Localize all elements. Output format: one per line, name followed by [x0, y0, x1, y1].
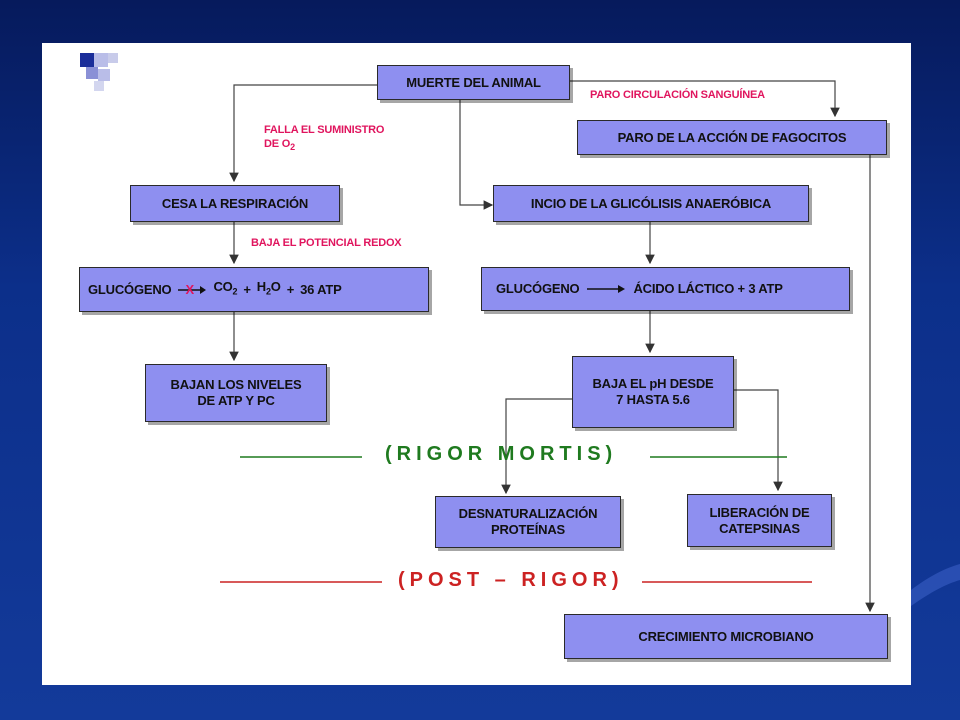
node-muerte-label: MUERTE DEL ANIMAL [406, 74, 541, 90]
node-desnaturalizacion: DESNATURALIZACIÓN PROTEÍNAS [435, 496, 621, 548]
node-cesa-label: CESA LA RESPIRACIÓN [161, 195, 309, 211]
crecimiento-label: CRECIMIENTO MICROBIANO [638, 628, 814, 644]
node-bajan-niveles: BAJAN LOS NIVELES DE ATP Y PC [145, 364, 327, 422]
note-baja-redox: BAJA EL POTENCIAL REDOX [251, 237, 402, 249]
glucogeno-left-word: GLUCÓGENO [88, 281, 172, 297]
note-paro-circulacion: PARO CIRCULACIÓN SANGUÍNEA [590, 89, 765, 101]
arrow-muerte-to-glicolisis [459, 100, 494, 210]
node-muerte-del-animal: MUERTE DEL ANIMAL [377, 65, 570, 100]
connector-arrows [220, 80, 875, 613]
node-inicio-glicolisis: INCIO DE LA GLICÓLISIS ANAERÓBICA [493, 185, 809, 222]
arrow-ph-to-liberacion [734, 389, 783, 492]
blocked-x-mark: X [185, 281, 194, 297]
h2o-term: H2O [257, 279, 281, 300]
plus-sign-2: + [286, 281, 295, 297]
node-crecimiento-microbiano: CRECIMIENTO MICROBIANO [564, 614, 888, 659]
bajan-line-2: DE ATP Y PC [197, 393, 275, 408]
glucogeno-right-word: GLUCÓGENO [496, 281, 580, 296]
band-post-rigor: (POST – RIGOR) [398, 569, 624, 591]
liberacion-line-2: CATEPSINAS [719, 520, 800, 536]
arrow-ph-to-desnaturalizacion [501, 398, 572, 495]
node-inicio-label: INCIO DE LA GLICÓLISIS ANAERÓBICA [530, 195, 772, 211]
swoosh-decoration-icon [911, 564, 960, 606]
liberacion-line-1: LIBERACIÓN DE [709, 504, 810, 520]
h-subscript: 2 [265, 286, 271, 297]
h-text: H [256, 279, 266, 295]
baja-ph-line-1: BAJA EL pH DESDE [592, 376, 714, 391]
plus-sign-1: + [243, 281, 251, 297]
desnaturalizacion-line-2: PROTEÍNAS [490, 522, 566, 537]
o-text: O [270, 279, 281, 295]
glucogeno-anaerobic-formula: GLUCÓGENO ÁCIDO LÁCTICO + 3 ATP [496, 281, 783, 297]
co2-term: CO2 [213, 279, 237, 300]
co-text: CO [213, 279, 233, 295]
arrow-right-icon [585, 283, 627, 295]
node-liberacion-catepsinas: LIBERACIÓN DE CATEPSINAS [687, 494, 832, 547]
co-subscript: 2 [232, 286, 238, 297]
node-cesa-respiracion: CESA LA RESPIRACIÓN [130, 185, 340, 222]
note-falla-subscript: 2 [290, 142, 295, 153]
band-rigor-mortis: (RIGOR MORTIS) [385, 443, 618, 465]
arrow-muerte-to-fagocitos [570, 80, 840, 118]
note-falla-o: DE O [264, 138, 291, 150]
bajan-line-1: BAJAN LOS NIVELES [170, 377, 302, 392]
atp-term: 36 ATP [300, 281, 342, 297]
slide-canvas: MUERTE DEL ANIMAL PARO DE LA ACCIÓN DE F… [42, 43, 911, 685]
node-baja-ph: BAJA EL pH DESDE 7 HASTA 5.6 [572, 356, 734, 428]
node-glucogeno-anaerobic: GLUCÓGENO ÁCIDO LÁCTICO + 3 ATP [481, 267, 850, 311]
acido-lactico-term: ÁCIDO LÁCTICO + 3 ATP [633, 281, 783, 296]
note-falla-line-1: FALLA EL SUMINISTRO [264, 124, 385, 136]
arrow-muerte-to-cesa [229, 84, 377, 183]
node-glucogeno-aerobic: GLUCÓGENO X CO2 + H2O + 36 ATP [79, 267, 429, 312]
baja-ph-line-2: 7 HASTA 5.6 [616, 392, 690, 407]
note-falla-line-2: DE O2 [264, 137, 384, 154]
blocked-arrow-icon: X [177, 281, 207, 297]
node-paro-fagocitos-label: PARO DE LA ACCIÓN DE FAGOCITOS [617, 129, 847, 145]
note-falla-suministro: FALLA EL SUMINISTRO DE O2 [264, 123, 384, 154]
desnaturalizacion-line-1: DESNATURALIZACIÓN [458, 506, 598, 521]
node-paro-fagocitos: PARO DE LA ACCIÓN DE FAGOCITOS [577, 120, 887, 155]
glucogeno-aerobic-formula: GLUCÓGENO X CO2 + H2O + 36 ATP [88, 279, 342, 300]
